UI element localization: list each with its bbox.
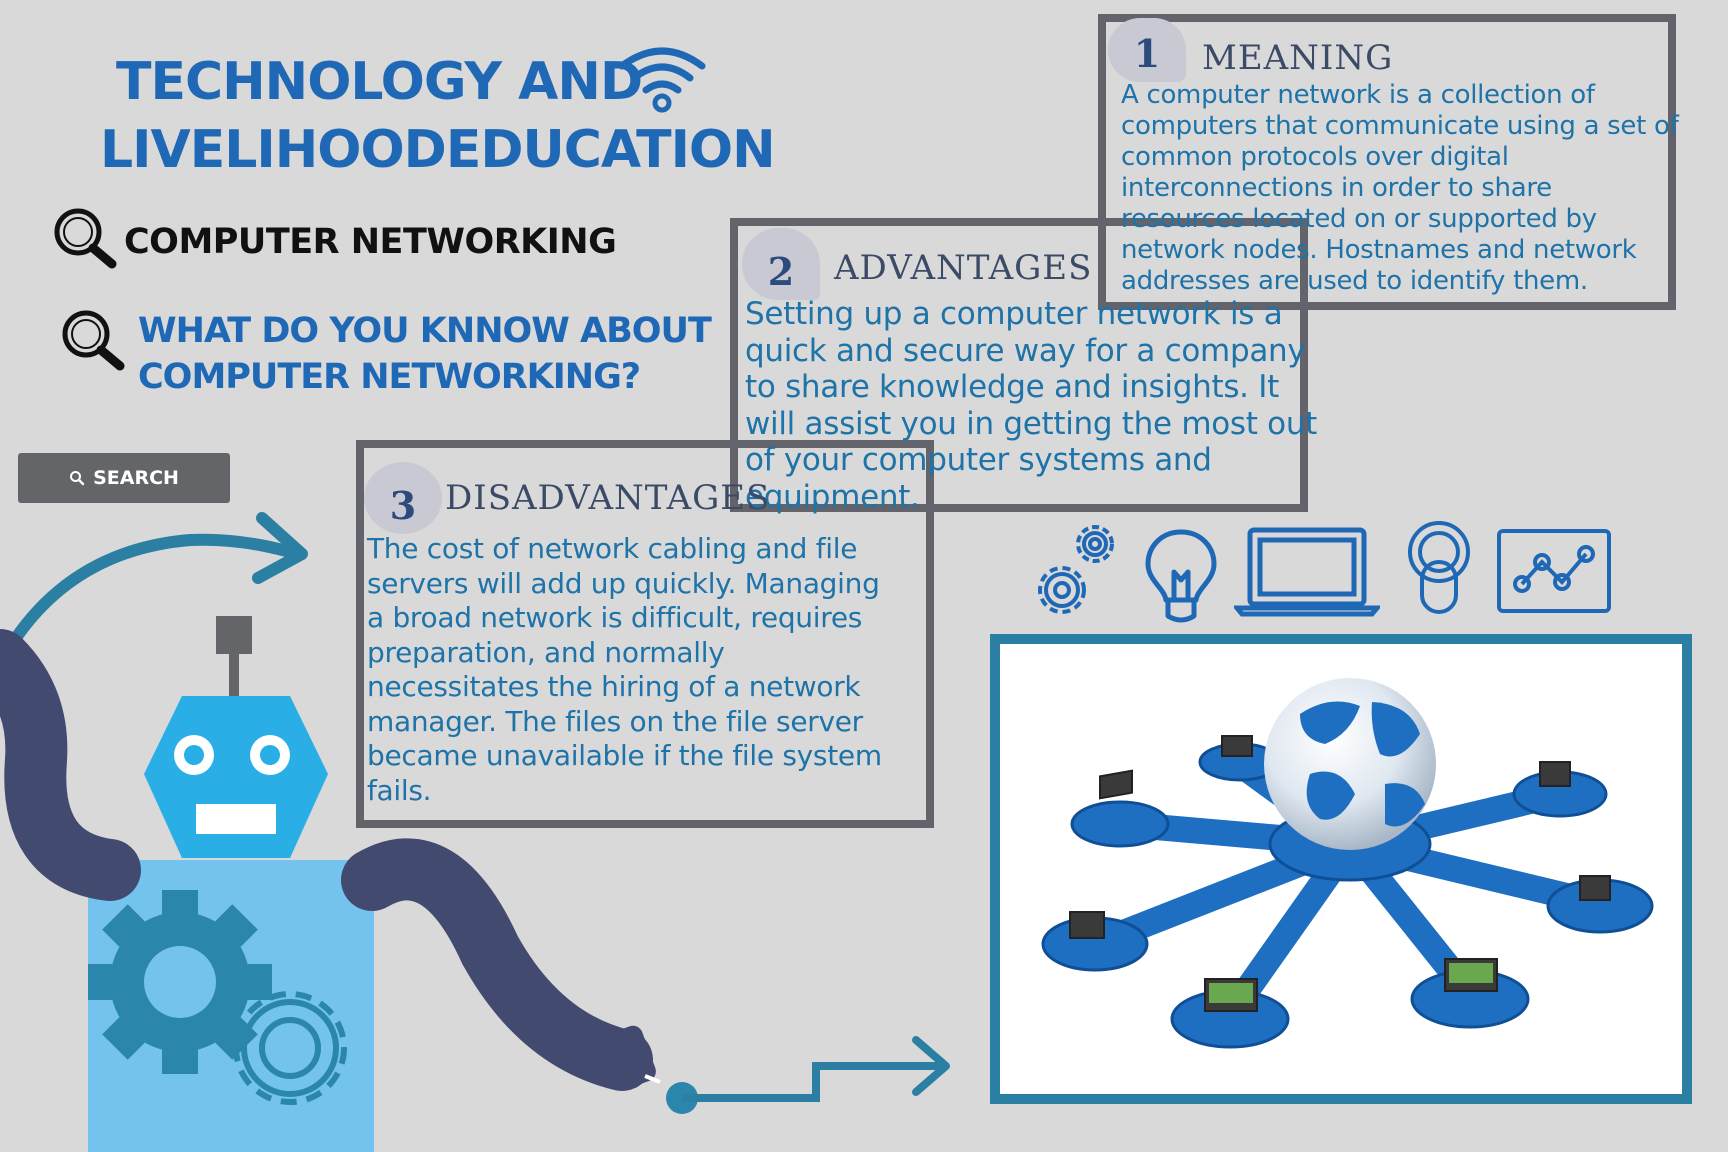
question-line-1: WHAT DO YOU KNNOW ABOUT [138,311,712,351]
lightbulb-icon [1145,529,1217,623]
cable-arrow [682,1036,950,1102]
network-globe-illustration [1041,678,1654,1049]
section-number-1: 1 [1108,18,1186,82]
search-icon [70,471,85,486]
section-box-disadvantages [356,440,934,828]
section-number-3: 3 [364,462,442,534]
wifi-icon [618,47,706,113]
touch-icon [1408,521,1470,614]
section-box-advantages [730,218,1308,512]
question-heading: WHAT DO YOU KNNOW ABOUT COMPUTER NETWORK… [138,308,712,400]
section-text-disadvantages: The cost of network cabling and file ser… [367,532,882,807]
section-heading-meaning: MEANING [1202,38,1394,78]
section-heading-disadvantages: DISADVANTAGES [445,478,771,518]
search-button[interactable]: SEARCH [18,453,230,503]
search-button-label: SEARCH [93,467,179,489]
title-line-2: LIVELIHOODEDUCATION [100,120,776,180]
gears-icon [1038,525,1114,614]
section-heading-advantages: ADVANTAGES [834,248,1093,288]
magnifier-icon [54,208,117,269]
magnifier-icon [62,310,125,371]
laptop-icon [1234,527,1380,617]
section-text-meaning: A computer network is a collection of co… [1121,80,1679,296]
chart-icon [1497,529,1611,613]
section-number-2: 2 [742,228,820,300]
robot [0,616,698,1152]
network-image [990,634,1692,1104]
title-line-1: TECHNOLOGY AND [116,52,643,112]
subtitle: COMPUTER NETWORKING [124,222,617,262]
question-line-2: COMPUTER NETWORKING? [138,357,641,397]
page-title: TECHNOLOGY AND LIVELIHOODEDUCATION [100,48,776,184]
curved-arrow [2,512,308,656]
section-box-meaning [1098,14,1676,310]
section-text-advantages: Setting up a computer network is a quick… [745,296,1318,515]
